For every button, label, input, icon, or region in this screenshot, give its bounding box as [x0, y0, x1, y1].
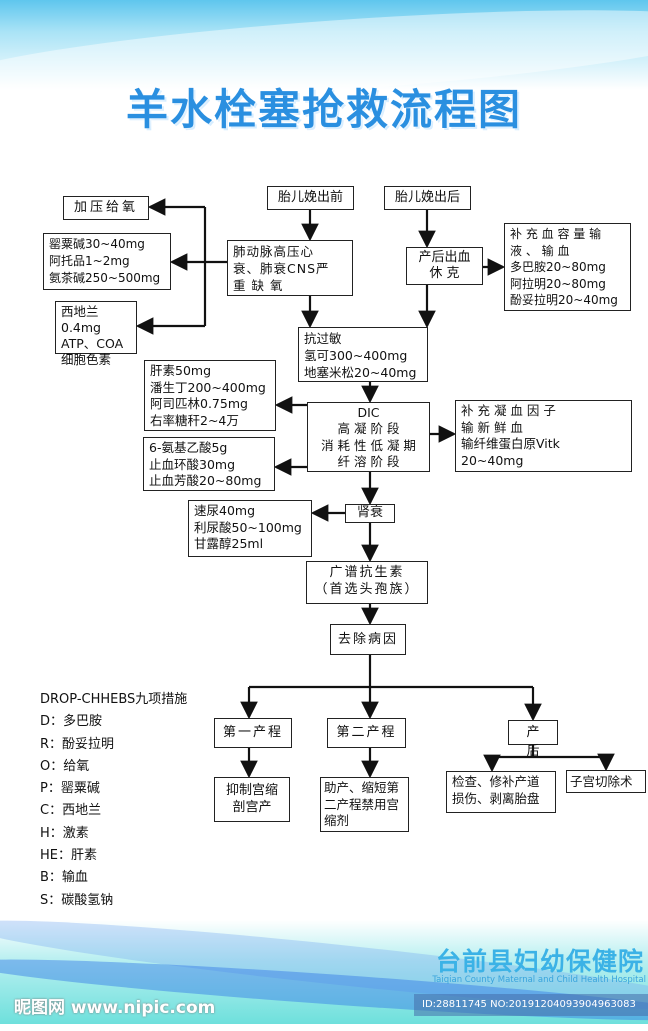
hospital-name-english: Taiqian County Maternal and Child Health…	[432, 975, 646, 985]
node-hysterectomy: 子宫切除术	[566, 770, 646, 793]
node-anti-allergy: 抗过敏 氢可300~400mg 地塞米松20~40mg	[298, 327, 428, 382]
legend-item: P：罂粟碱	[40, 781, 100, 797]
node-antifibrinolytics: 6-氨基乙酸5g 止血环酸30mg 止血芳酸20~80mg	[143, 437, 275, 491]
legend-item: H：激素	[40, 825, 89, 841]
node-second-stage: 第二产程	[327, 718, 406, 748]
node-heparin: 肝素50mg 潘生丁200~400mg 阿司匹林0.75mg 右率糖秆2~4万	[144, 360, 276, 431]
node-remove-cause: 去除病因	[330, 624, 406, 655]
node-drugs-papaverine: 罂粟碱30~40mg 阿托品1~2mg 氨茶碱250~500mg	[43, 233, 171, 290]
node-drugs-cedilanid: 西地兰0.4mg ATP、COA 细胞色素	[55, 301, 137, 367]
legend-item: B：输血	[40, 870, 88, 886]
node-after-delivery: 胎儿娩出后	[384, 186, 471, 210]
node-coagulation-factors: 补 充 凝 血 因 子 输 新 鲜 血 输纤维蛋白原Vitk 20~40mg	[455, 400, 632, 472]
page-title: 羊水栓塞抢救流程图	[125, 85, 522, 134]
node-pressurized-oxygen: 加压给氧	[63, 196, 149, 220]
node-first-stage: 第一产程	[214, 718, 292, 748]
node-before-delivery: 胎儿娩出前	[267, 186, 354, 210]
node-pulmonary-hypertension: 肺动脉高压心 衰、肺衰CNS严 重 缺 氧	[227, 240, 353, 296]
legend-item: R：酚妥拉明	[40, 736, 115, 752]
legend-item: D：多巴胺	[40, 714, 103, 730]
legend-item: HE：肝素	[40, 848, 97, 864]
node-diuretics: 速尿40mg 利尿酸50~100mg 甘露醇25ml	[188, 500, 312, 557]
node-assisted-delivery: 助产、缩短第 二产程禁用宫 缩剂	[320, 777, 409, 832]
node-postpartum-hemorrhage: 产后出血 休 克	[406, 247, 483, 285]
hospital-name: 台前县妇幼保健院	[435, 947, 644, 976]
node-renal-failure: 肾衰	[345, 504, 395, 523]
legend-item: O：给氧	[40, 758, 90, 774]
legend-title: DROP-CHHEBS九项措施	[40, 692, 188, 707]
node-postpartum: 产 后	[508, 720, 558, 759]
legend: DROP-CHHEBS九项措施 D：多巴胺 R：酚妥拉明 O：给氧 P：罂粟碱 …	[40, 689, 187, 912]
node-volume-replacement: 补 充 血 容 量 输 液 、 输 血 多巴胺20~80mg 阿拉明20~80m…	[504, 223, 631, 311]
top-wave-background	[0, 0, 648, 90]
image-id: ID:28811745 NO:20191204093904963083	[414, 994, 648, 1016]
node-antibiotics: 广谱抗生素 （首选头孢族）	[306, 561, 428, 604]
legend-item: C：西地兰	[40, 803, 102, 819]
node-repair-birth-canal: 检查、修补产道 损伤、剥离胎盘	[446, 771, 556, 813]
watermark: 昵图网 www.nipic.com	[14, 998, 216, 1018]
legend-item: S：碳酸氢钠	[40, 892, 114, 908]
node-inhibit-contractions: 抑制宫缩 剖宫产	[214, 777, 290, 822]
node-dic: DIC 高 凝 阶 段 消 耗 性 低 凝 期 纤 溶 阶 段	[307, 402, 430, 472]
